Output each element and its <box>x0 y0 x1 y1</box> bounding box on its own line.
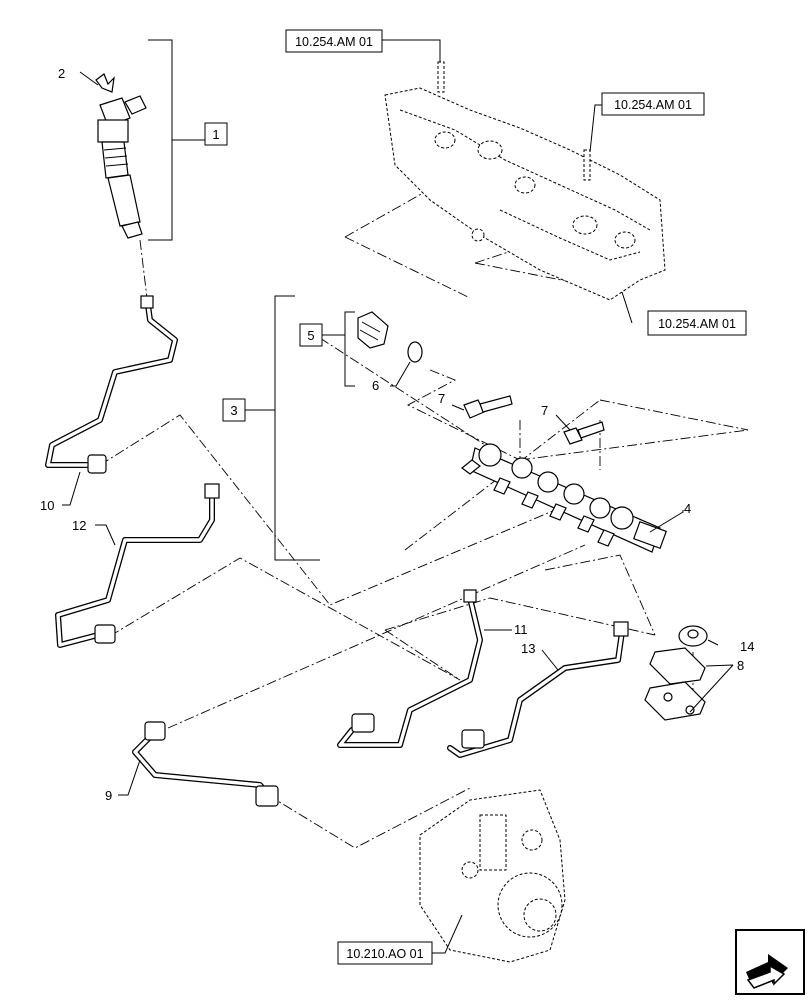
group-brackets <box>148 39 355 561</box>
callout-4: 4 <box>684 501 691 516</box>
o-ring-part <box>407 341 423 363</box>
page-navigation-arrow-icon[interactable] <box>735 929 805 995</box>
group-box-3: 3 <box>222 398 246 422</box>
callout-8: 8 <box>737 658 744 673</box>
callout-14: 14 <box>740 639 754 654</box>
reference-text[interactable]: 10.210.AO 01 <box>346 947 423 961</box>
leader-lines <box>62 39 734 954</box>
group-label: 5 <box>307 328 314 343</box>
restrictor-valve-part <box>357 311 389 349</box>
reference-box-lower-right[interactable]: 10.254.AM 01 <box>647 310 747 336</box>
callout-9: 9 <box>105 788 112 803</box>
reference-box-top-left[interactable]: 10.254.AM 01 <box>285 29 383 53</box>
fuel-pipe-13 <box>447 621 629 758</box>
callout-12: 12 <box>72 518 86 533</box>
injector-part <box>95 73 147 239</box>
fuel-pipe-10 <box>45 295 178 474</box>
assembly-centerlines <box>99 187 749 849</box>
reference-box-bottom[interactable]: 10.210.AO 01 <box>337 941 433 965</box>
callout-13: 13 <box>521 641 535 656</box>
fuel-pipe-11 <box>337 589 483 748</box>
group-label: 1 <box>212 127 219 142</box>
fuel-pipe-12 <box>55 483 220 648</box>
callout-11: 11 <box>514 622 528 637</box>
nut-part <box>678 625 708 647</box>
reference-text[interactable]: 10.254.AM 01 <box>614 98 692 112</box>
bolt-parts <box>463 395 605 445</box>
callout-10: 10 <box>40 498 54 513</box>
reference-box-top-right[interactable]: 10.254.AM 01 <box>601 92 705 116</box>
group-box-5: 5 <box>299 323 323 347</box>
reference-text[interactable]: 10.254.AM 01 <box>658 317 736 331</box>
callout-numbers: 2 4 6 7 7 8 9 10 11 12 13 14 <box>40 66 754 803</box>
fuel-pipe-9 <box>132 721 279 807</box>
callout-7-left: 7 <box>438 391 445 406</box>
group-box-1: 1 <box>204 122 228 146</box>
high-pressure-pump <box>419 789 566 963</box>
callout-6: 6 <box>372 378 379 393</box>
reference-text[interactable]: 10.254.AM 01 <box>295 35 373 49</box>
common-rail-part <box>461 443 668 553</box>
group-label: 3 <box>230 403 237 418</box>
pipe-clamp-parts <box>644 647 706 721</box>
cylinder-head-housing <box>384 61 666 301</box>
callout-7-right: 7 <box>541 403 548 418</box>
callout-2: 2 <box>58 66 65 81</box>
